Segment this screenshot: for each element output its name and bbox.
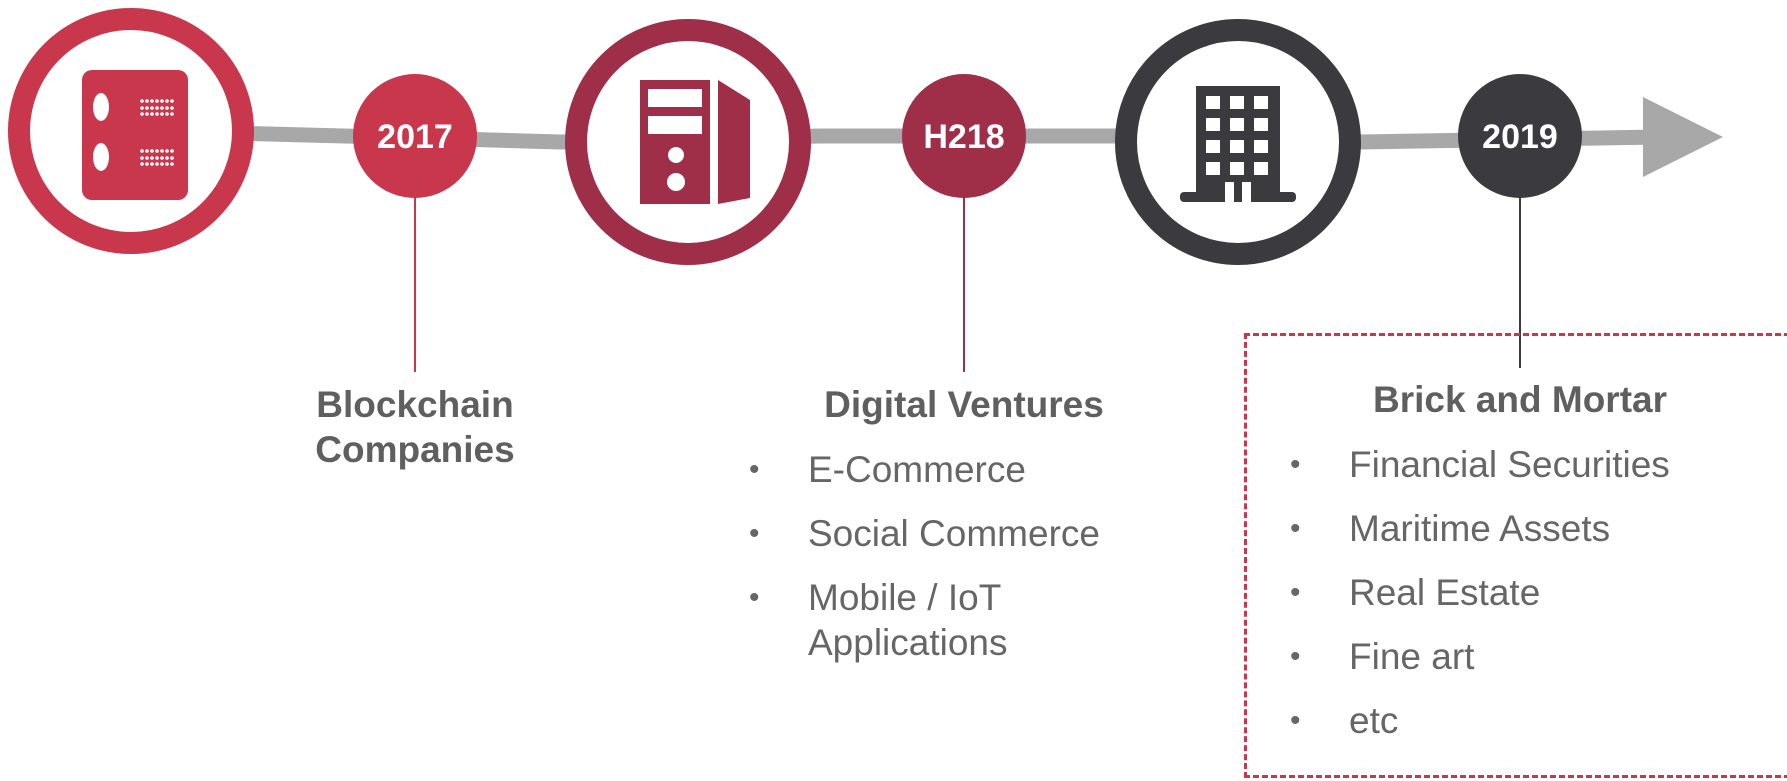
list-item: Real Estate [1290,570,1750,615]
stage-1-title: Blockchain Companies [315,384,515,470]
year-badge-2019: 2019 [1458,74,1582,198]
year-label: H218 [923,118,1004,156]
list-item: Social Commerce [749,511,1169,556]
list-item: etc [1290,698,1750,743]
stage-2-bullet-list: E-Commerce Social Commerce Mobile / IoT … [749,447,1169,684]
stage-2-title: Digital Ventures [824,384,1104,425]
list-item: E-Commerce [749,447,1169,492]
server-rack-icon [82,70,188,200]
office-building-icon [1180,86,1296,202]
year-label: 2019 [1482,118,1558,156]
stage-3-title: Brick and Mortar [1372,379,1667,420]
list-item: Mobile / IoT Applications [749,575,1058,665]
list-item: Financial Securities [1290,442,1750,487]
year-badge-h218: H218 [902,74,1026,198]
computer-tower-icon [640,80,750,204]
timeline-arrowhead [1643,97,1723,177]
highlight-dashed-box [1244,333,1787,778]
year-badge-2017: 2017 [353,74,477,198]
list-item: Fine art [1290,634,1750,679]
stage-3-bullet-list: Financial Securities Maritime Assets Rea… [1290,442,1750,762]
year-label: 2017 [377,118,453,156]
list-item: Maritime Assets [1290,506,1750,551]
